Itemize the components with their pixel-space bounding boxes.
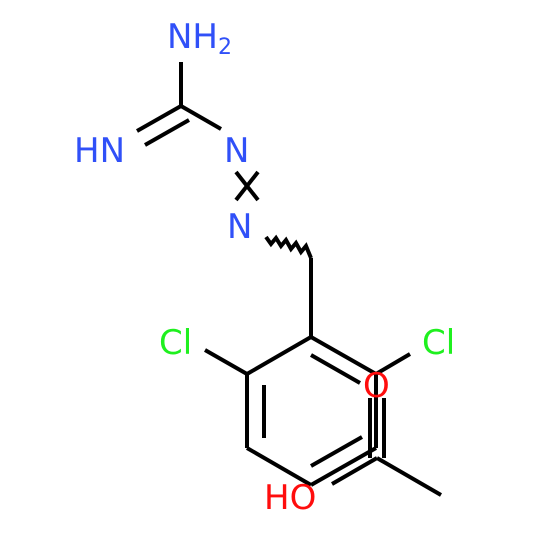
bonds [136, 62, 443, 497]
atom-cl-left: Cl [159, 323, 192, 363]
atom-nh: HN [74, 131, 125, 171]
ring-bond-c4-c5-inner [310, 435, 363, 468]
bond-n2-ch-wavy [264, 234, 313, 259]
atom-n2: N [227, 207, 252, 247]
bond-c-nh-double-a [136, 104, 182, 133]
atom-cl-right: Cl [422, 323, 455, 363]
bond-c-ch3 [375, 456, 443, 497]
bond-c-nh-double-b [144, 118, 190, 147]
bond-c-oh [330, 456, 379, 486]
ring-bond-c6-c1-inner [310, 353, 361, 385]
atom-o: O [363, 366, 390, 406]
ring-bond-c1-c2 [245, 335, 313, 376]
bond-ring-cl-right [374, 352, 412, 376]
bond-n1-n2-b [234, 170, 260, 202]
atom-nh2: NH2 [167, 17, 232, 60]
atom-n1: N [224, 131, 249, 171]
bond-ring-cl-left [204, 348, 248, 376]
atom-ho: HO [264, 478, 316, 518]
ring-bond-c6-c1 [310, 335, 377, 376]
ring-bond-c4-c5 [310, 446, 377, 487]
atom-labels: NH2 HN N N Cl Cl O HO [74, 17, 455, 518]
bond-c-n1 [180, 104, 222, 131]
ring-bond-c3-c4 [245, 446, 313, 487]
